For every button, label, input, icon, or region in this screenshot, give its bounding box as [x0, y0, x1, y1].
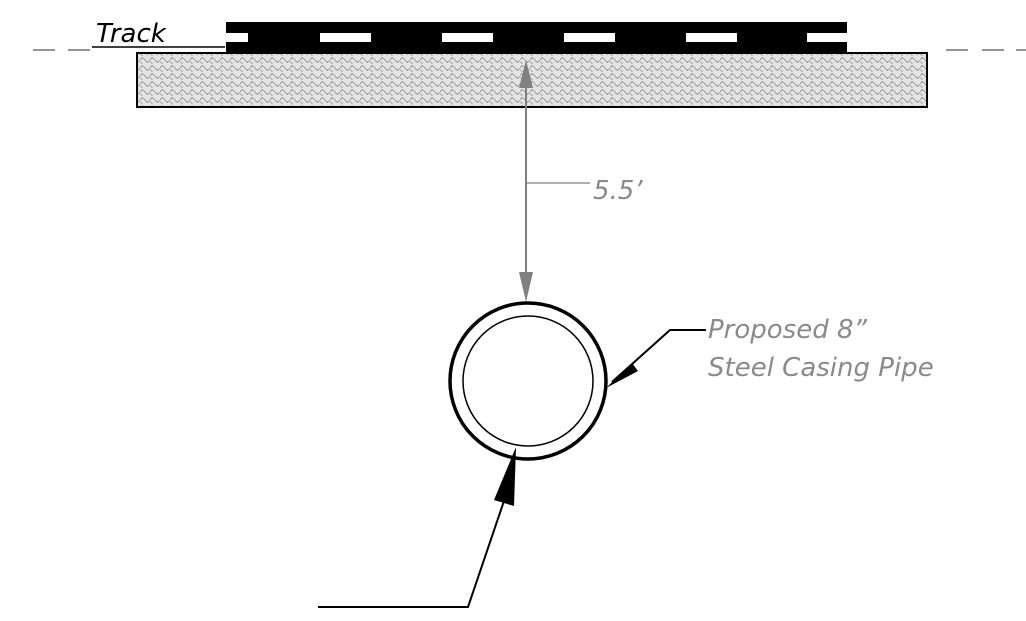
pipe-label-line2: Steel Casing Pipe: [708, 353, 934, 383]
pipe-leader-arrowhead: [606, 363, 638, 388]
steel-casing-pipe: [448, 301, 608, 461]
carrier-leader-arrowhead: [494, 447, 516, 506]
depth-label: 5.5’: [593, 176, 643, 206]
track-label: Track: [96, 19, 167, 49]
depth-dimension: [519, 60, 590, 302]
pipe-label-line1: Proposed 8”: [708, 315, 868, 345]
ballast-bed: [136, 52, 928, 108]
carrier-pipe-leader: [318, 447, 516, 608]
railroad-track: [226, 22, 847, 53]
pipe-label-leader: [606, 329, 706, 388]
dimension-arrow-up: [519, 60, 533, 88]
dimension-arrow-down: [519, 272, 533, 302]
